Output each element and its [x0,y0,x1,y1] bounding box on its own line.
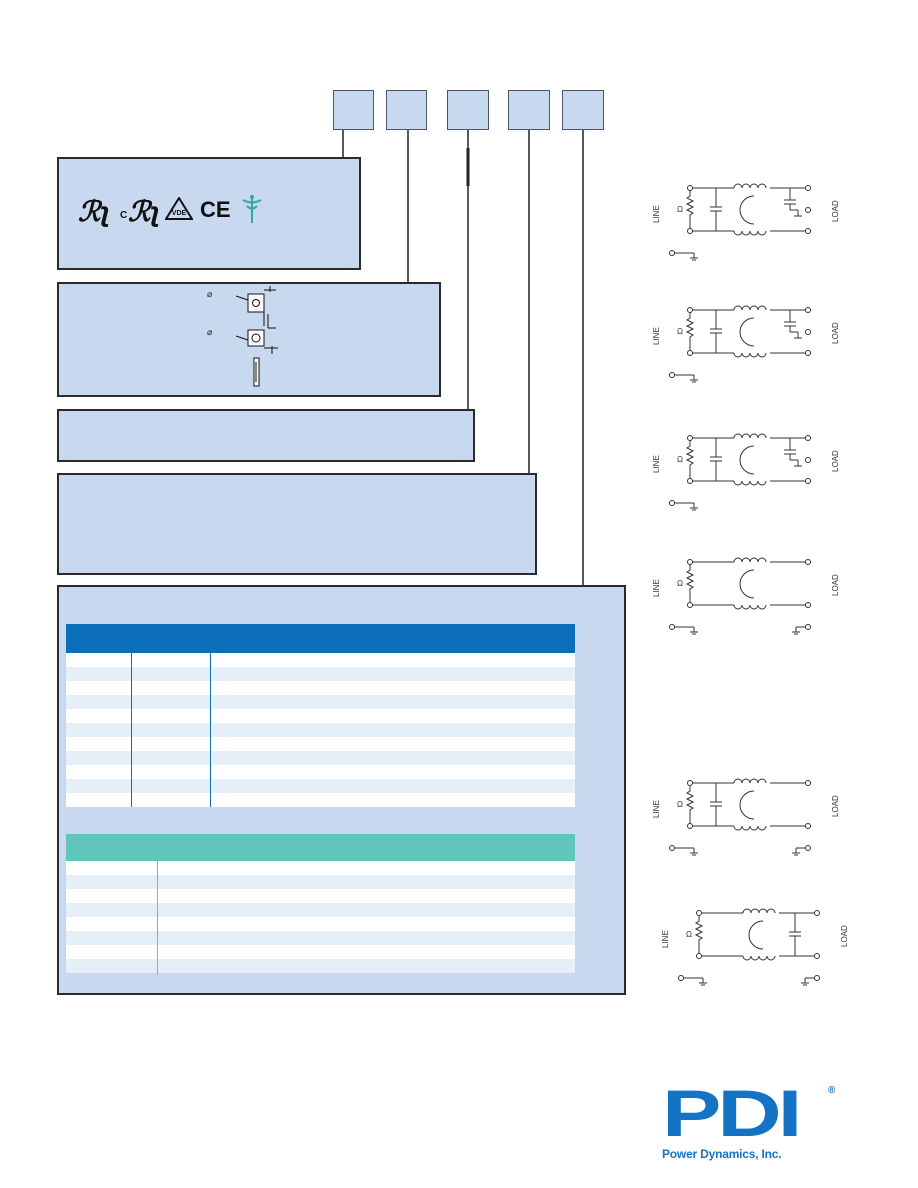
blue-table-col-sep-1 [131,624,132,807]
filter-schematic: LINE LOAD Ω [652,183,840,261]
load-label: LOAD [840,925,849,947]
table-row [66,959,575,973]
table-row [66,751,575,765]
teal-table-col-sep-1 [157,834,158,975]
line-label: LINE [652,205,661,223]
diameter-symbol-2: ⌀ [207,327,213,337]
table-row [66,681,575,695]
line-label: LINE [661,930,670,948]
table-row [66,765,575,779]
table-row [66,875,575,889]
table-row [66,653,575,667]
terminal-drawing [235,286,278,387]
filter-schematic: LINE LOAD Ω [652,433,840,511]
table-row [66,793,575,807]
filter-schematic: LINE LOAD Ω [652,305,840,383]
pdi-logo-mark: PDI [662,1076,802,1150]
vde-logo: VDE [165,197,193,220]
code-box-2 [386,90,427,130]
certification-panel [57,157,361,270]
company-name: Power Dynamics, Inc. [662,1147,782,1161]
code-box-5 [562,90,604,130]
diameter-symbol-1: ⌀ [207,289,213,299]
load-label: LOAD [831,200,840,222]
load-label: LOAD [831,450,840,472]
load-label: LOAD [831,574,840,596]
teal-table-header [66,834,575,861]
blue-table-col-sep-2 [210,624,211,807]
filter-schematic: LINE LOAD Ω [652,778,840,856]
table-row [66,779,575,793]
registered-mark: ® [828,1085,836,1096]
table-row [66,709,575,723]
table-row [66,695,575,709]
option-panel-4 [57,473,537,575]
blue-table-header [66,624,575,653]
ohm-symbol: Ω [677,579,683,588]
ohm-symbol: Ω [686,930,692,939]
table-row [66,889,575,903]
code-box-1 [333,90,374,130]
ohm-symbol: Ω [677,800,683,809]
ce-logo: CE [200,197,231,222]
cul-c-letter: C [120,210,128,221]
pdi-logo: PDI ® Power Dynamics, Inc. [662,1076,836,1165]
vde-logo-text: VDE [172,210,187,217]
ohm-symbol: Ω [677,327,683,336]
line-label: LINE [652,579,661,597]
table-row [66,861,575,875]
ohm-symbol: Ω [677,455,683,464]
table-row [66,723,575,737]
line-label: LINE [652,327,661,345]
ohm-symbol: Ω [677,205,683,214]
table-row [66,917,575,931]
load-label: LOAD [831,322,840,344]
filter-schematic: LINE LOAD Ω [652,557,840,635]
code-box-3 [447,90,489,130]
filter-schematic: LINE LOAD Ω [661,908,849,986]
cul-logo: ℛʅ [128,196,160,227]
load-label: LOAD [831,795,840,817]
option-panel-3 [57,409,475,462]
line-label: LINE [652,800,661,818]
medical-caduceus-icon [242,195,262,223]
table-row [66,903,575,917]
table-row [66,737,575,751]
code-box-4 [508,90,550,130]
table-row [66,667,575,681]
ul-logo: ℛʅ [78,196,110,227]
line-label: LINE [652,455,661,473]
table-row [66,931,575,945]
table-row [66,945,575,959]
